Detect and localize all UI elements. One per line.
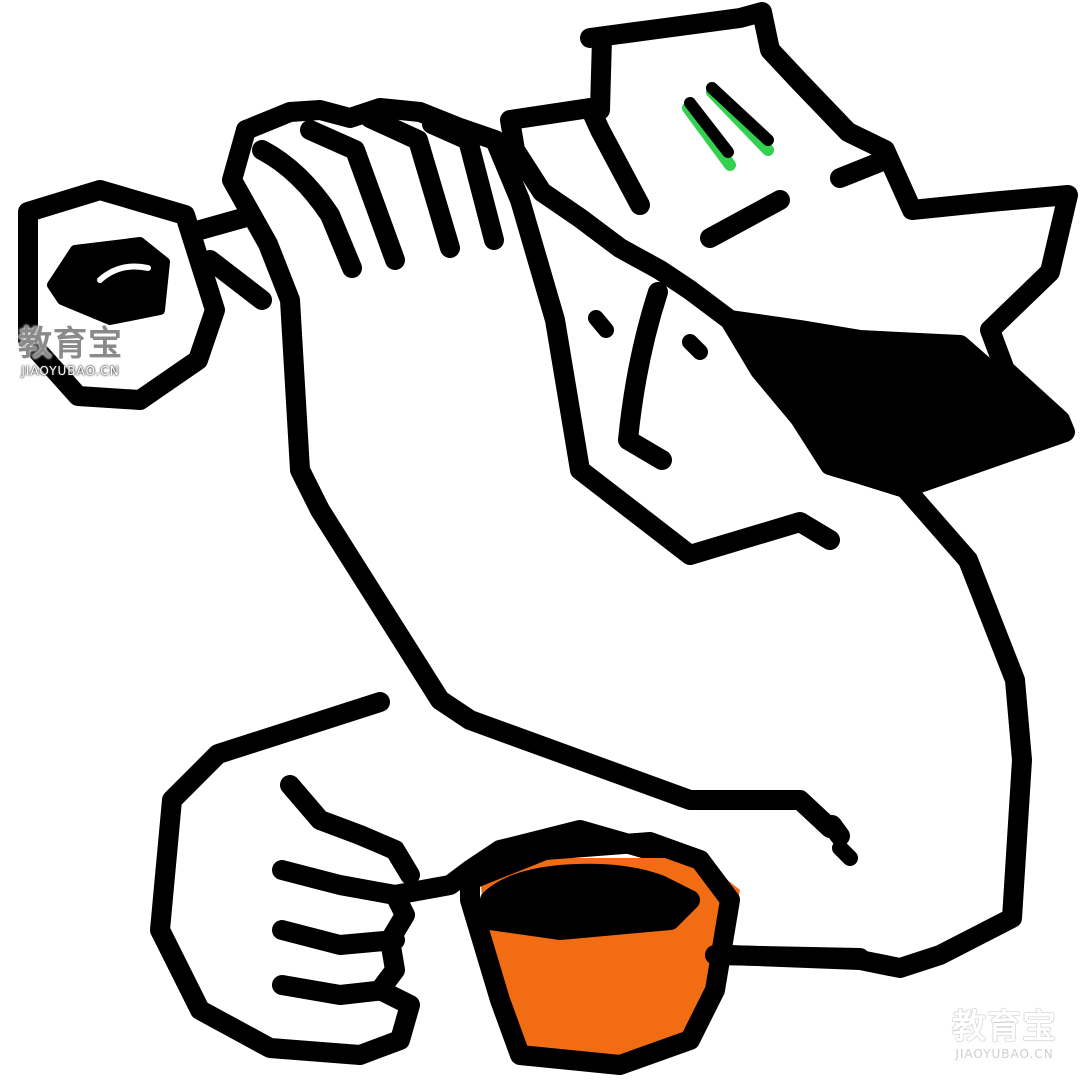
watermark: 教育宝 JIAOYUBAO.CN (18, 327, 123, 377)
watermark-url-text: JIAOYUBAO.CN (955, 1047, 1054, 1061)
wrench-icon (18, 180, 272, 410)
watermark-url-text: JIAOYUBAO.CN (21, 364, 120, 378)
wrench-arm (222, 98, 840, 838)
watermark-logo-text: 教育宝 (952, 1007, 1057, 1047)
eye-icon (682, 82, 774, 171)
torso (720, 478, 1032, 978)
coffee-arm (150, 692, 858, 1065)
watermark: 教育宝 JIAOYUBAO.CN (952, 1010, 1057, 1060)
coffee-cup-icon (460, 832, 870, 1075)
watermark-logo-text: 教育宝 (18, 324, 123, 364)
worker-head (500, 2, 1078, 498)
